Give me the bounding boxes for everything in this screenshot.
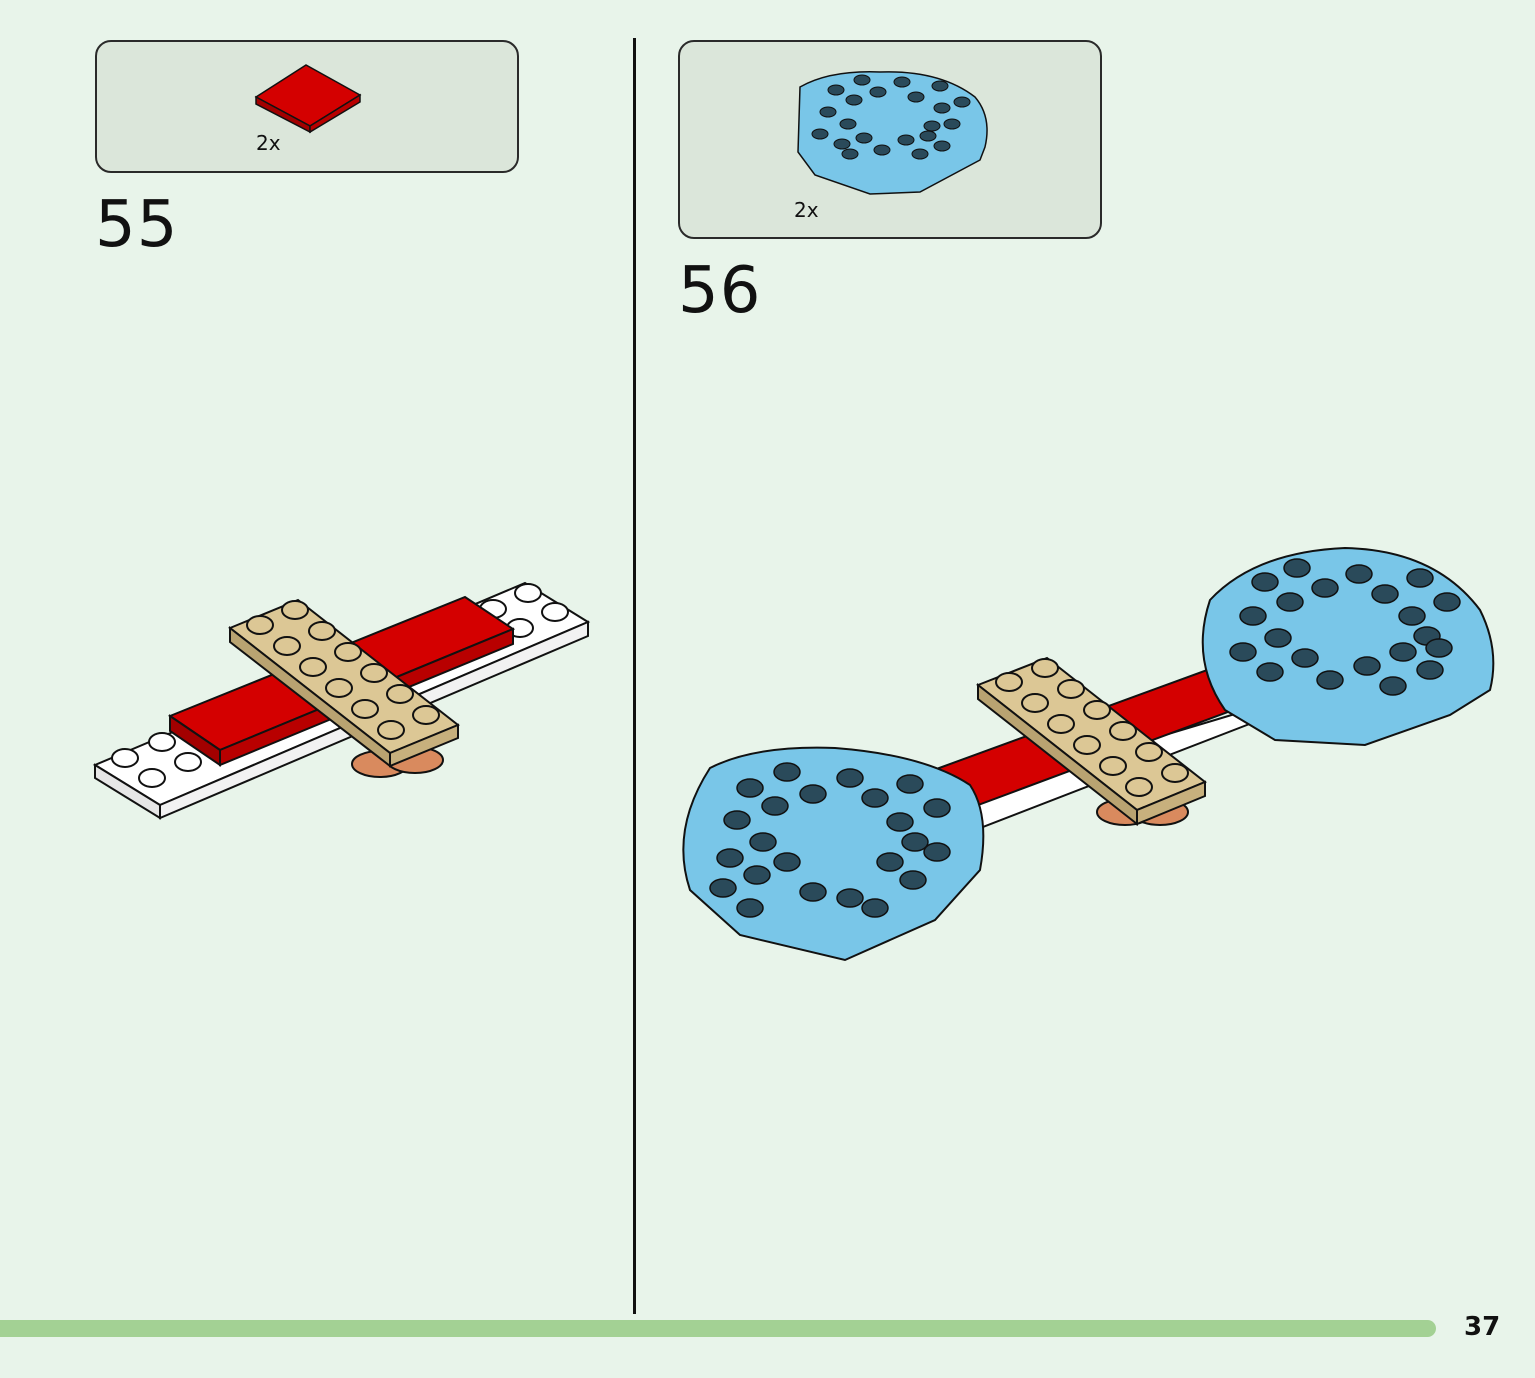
- step-56-assembly: [682, 546, 1495, 962]
- part-quantity: 2x: [794, 198, 819, 222]
- red-tile-2x4-part: [254, 64, 362, 134]
- blue-round-plate-part: [797, 71, 988, 195]
- part-quantity: 2x: [256, 131, 281, 155]
- step-55-assembly: [92, 581, 591, 820]
- parts-callout-step-56: 2x: [678, 40, 1102, 239]
- page-number: 37: [1464, 1312, 1501, 1342]
- step-number: 55: [95, 188, 179, 262]
- step-divider: [633, 38, 636, 1314]
- step-number: 56: [678, 254, 762, 328]
- parts-callout-step-55: 2x: [95, 40, 519, 173]
- progress-bar: [0, 1320, 1436, 1337]
